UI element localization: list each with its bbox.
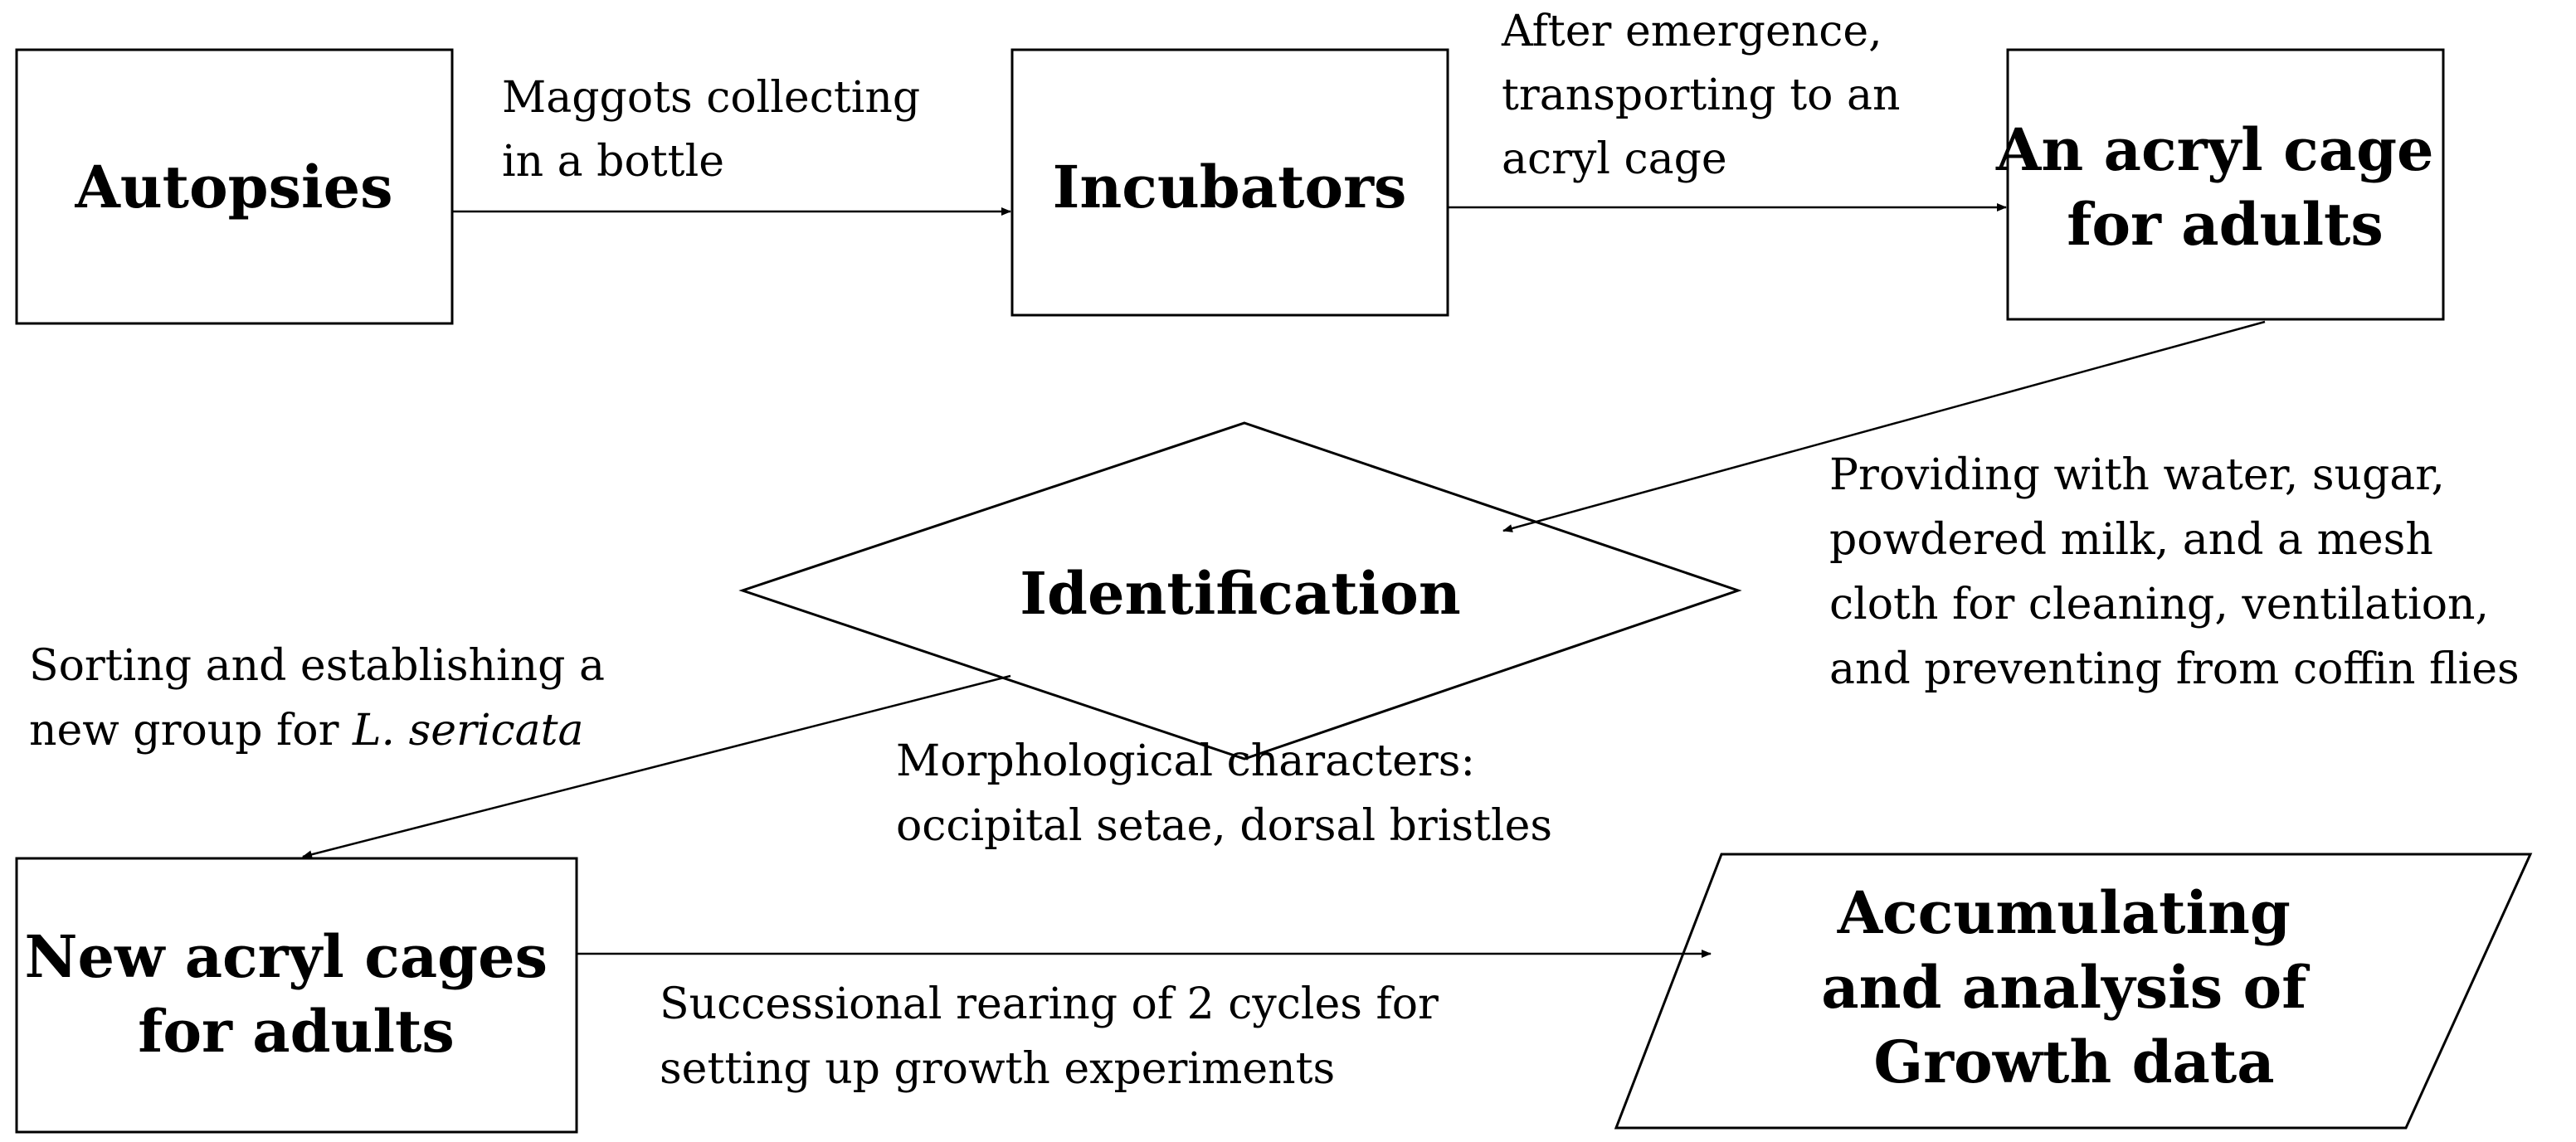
node-new-cages-line2: for adults	[138, 997, 455, 1066]
arrow-acryl-cage-to-identification	[1502, 320, 2266, 532]
node-acryl-cage: An acryl cage for adults	[1995, 48, 2454, 321]
node-acryl-cage-line1: An acryl cage	[1995, 115, 2434, 184]
node-growth-data-line2: and analysis of	[1821, 953, 2310, 1022]
svg-text:Incubators: Incubators	[1053, 153, 1407, 221]
node-growth-data-line1: Accumulating	[1837, 878, 2291, 947]
node-growth-data: Accumulating and analysis of Growth data	[1614, 853, 2533, 1130]
svg-text:New acryl cages for adul: New acryl cages for adults	[25, 922, 568, 1066]
node-acryl-cage-line2: for adults	[2067, 190, 2384, 259]
node-new-cages-line1: New acryl cages	[25, 922, 548, 991]
species-name: L. sericata	[352, 706, 584, 756]
node-incubators-line: Incubators	[1053, 153, 1407, 221]
arrow-identification-to-new-cages	[302, 674, 1011, 859]
label-morphological-characters: Morphological characters: occipital seta…	[896, 736, 1552, 851]
node-new-cages: New acryl cages for adults	[15, 857, 578, 1134]
node-identification-line: Identification	[1020, 559, 1460, 628]
label-maggots-collecting: Maggots collecting in a bottle	[502, 73, 934, 187]
svg-text:Identification: Identification	[1020, 559, 1460, 628]
label-after-emergence: After emergence, transporting to an acry…	[1501, 7, 1914, 184]
node-autopsies-line: Autopsies	[74, 153, 392, 221]
svg-text:An acryl cage for adults: An acryl cage for adults	[1995, 115, 2454, 259]
svg-text:Autopsies: Autopsies	[74, 153, 392, 221]
label-sorting-establishing: Sorting and establishing a new group for…	[29, 641, 618, 756]
node-identification: Identification	[738, 421, 1742, 761]
label-successional-rearing: Successional rearing of 2 cycles for set…	[660, 979, 1452, 1094]
node-incubators: Incubators	[1010, 48, 1449, 317]
node-growth-data-line3: Growth data	[1873, 1028, 2274, 1096]
svg-text:Accumulating and analysi: Accumulating and analysis of Growth data	[1821, 878, 2326, 1096]
label-providing-with-water: Providing with water, sugar, powdered mi…	[1829, 450, 2520, 694]
node-autopsies: Autopsies	[15, 48, 454, 325]
